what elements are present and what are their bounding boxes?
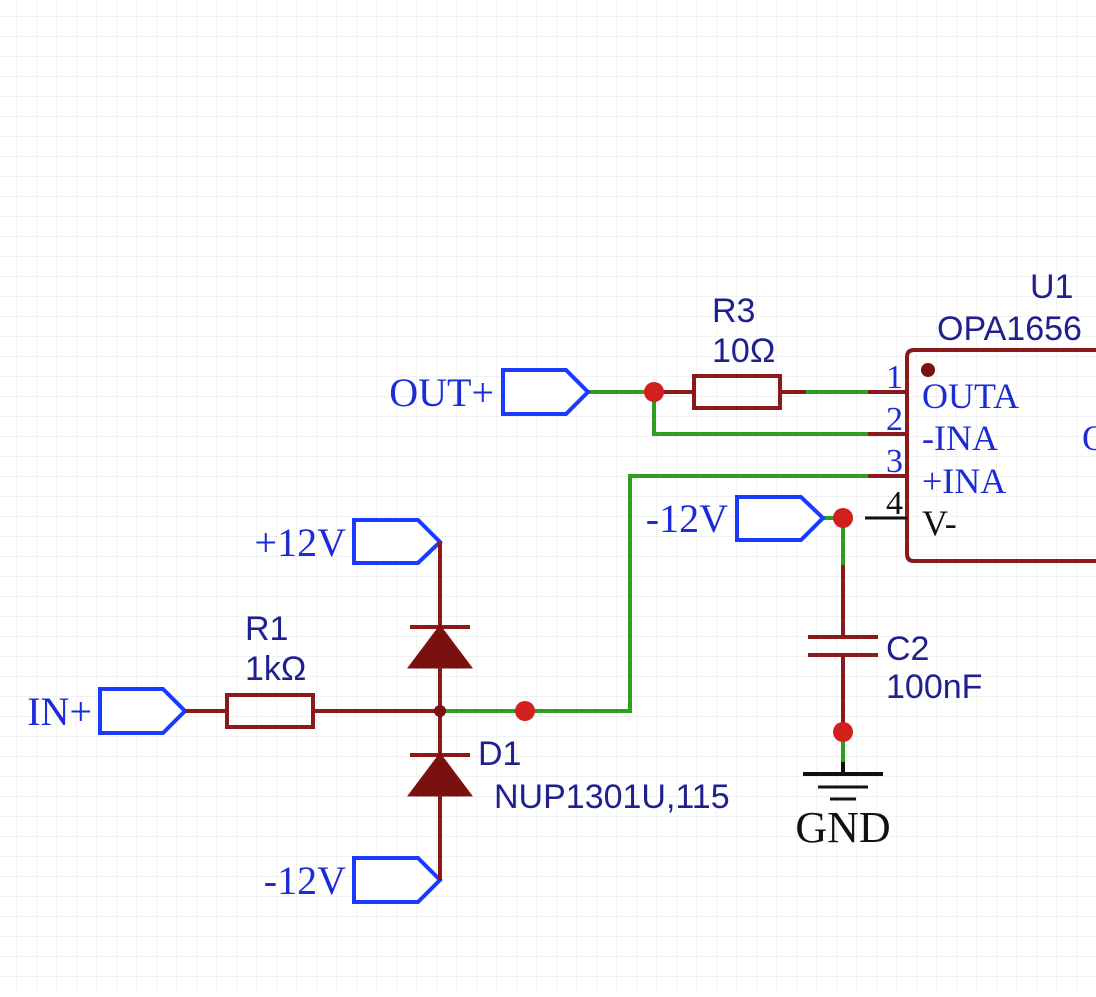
net-ports: OUT+ IN+ +12V -12V -12V (27, 368, 826, 904)
capacitor-c2[interactable]: C2 100nF (808, 565, 982, 732)
u1-pin3-number: 3 (886, 443, 903, 480)
out-plus-label: OUT+ (389, 370, 494, 415)
u1-pin1-marker (921, 363, 935, 377)
ground-symbol[interactable]: GND (795, 762, 891, 852)
u1-pin4-number: 4 (886, 485, 903, 522)
wire-pin3[interactable] (523, 474, 870, 713)
r1-ref: R1 (245, 610, 288, 648)
in-plus-label: IN+ (27, 689, 92, 734)
plus12-label: +12V (255, 520, 347, 565)
u1-pin2-number: 2 (886, 401, 903, 438)
junctions (515, 382, 853, 742)
gnd-label: GND (795, 803, 890, 852)
in-plus-port[interactable] (98, 687, 188, 735)
d1-ref: D1 (478, 735, 521, 773)
opamp-u1[interactable]: 1 2 3 4 OUTA -INA +INA V- O U1 OPA1656 (865, 268, 1096, 563)
diode-d1[interactable]: D1 NUP1301U,115 (356, 542, 730, 880)
u1-pin1-name: OUTA (922, 376, 1019, 416)
junction-out-plus[interactable] (644, 382, 664, 402)
d1-node-dot (434, 705, 446, 717)
resistor-r1[interactable]: R1 1kΩ (185, 610, 356, 729)
c2-value: 100nF (886, 668, 982, 706)
u1-pin4-name: V- (922, 503, 957, 543)
junction-in-node[interactable] (515, 701, 535, 721)
minus12-d1-port[interactable] (352, 856, 443, 904)
r1-value: 1kΩ (245, 650, 306, 688)
u1-right-pin-label-partial: O (1082, 418, 1096, 458)
junction-gnd[interactable] (833, 722, 853, 742)
junction-minus12-u1[interactable] (833, 508, 853, 528)
minus12-d1-label: -12V (264, 858, 346, 903)
u1-pin3-name: +INA (922, 461, 1006, 501)
u1-pin1-number: 1 (886, 359, 903, 396)
u1-pin2-name: -INA (922, 418, 998, 458)
r3-ref: R3 (712, 292, 755, 330)
u1-body (905, 348, 1096, 563)
minus12-u1-label: -12V (646, 496, 728, 541)
wire-feedback-pin2[interactable] (652, 390, 870, 436)
u1-value: OPA1656 (937, 310, 1082, 348)
minus12-u1-port[interactable] (735, 495, 826, 542)
plus12-port[interactable] (352, 518, 443, 565)
u1-ref: U1 (1030, 268, 1073, 306)
r3-value: 10Ω (712, 332, 775, 370)
c2-ref: C2 (886, 630, 929, 668)
out-plus-port[interactable] (501, 368, 591, 416)
d1-value: NUP1301U,115 (494, 778, 730, 816)
resistor-r3[interactable]: R3 10Ω (654, 292, 806, 410)
